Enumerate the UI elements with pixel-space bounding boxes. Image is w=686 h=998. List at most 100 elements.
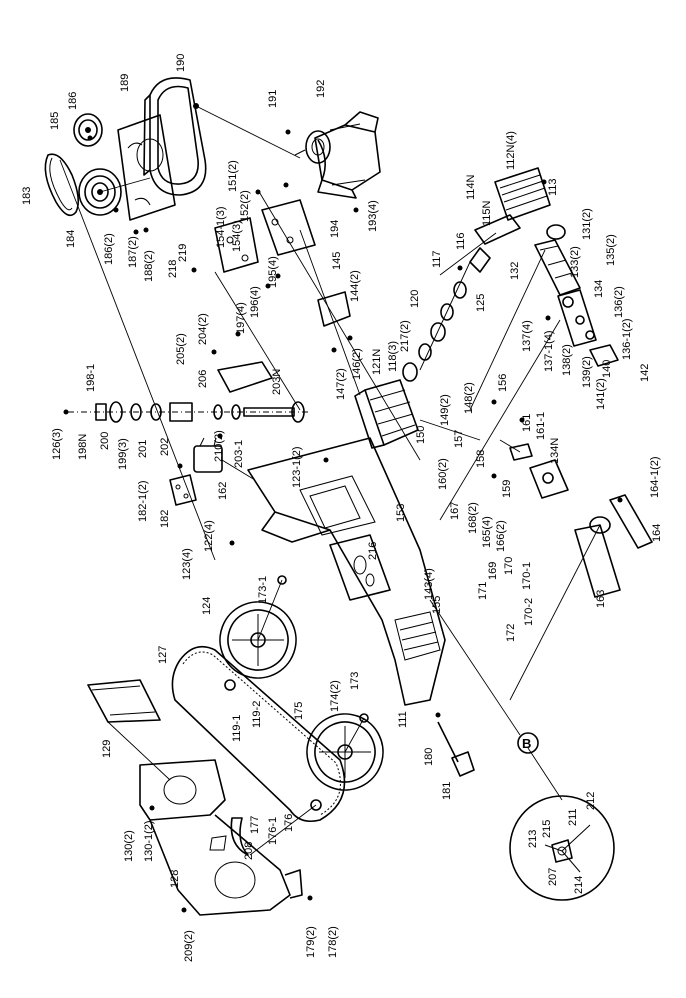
label-128: 128 <box>169 870 181 888</box>
label-171: 171 <box>477 582 489 600</box>
label-111: 111 <box>397 711 409 728</box>
label-148: 148(2) <box>463 382 475 414</box>
label-117: 117 <box>431 250 443 268</box>
assembly-lines <box>59 105 601 856</box>
plate-206 <box>217 361 273 393</box>
label-174: 174(2) <box>329 680 341 712</box>
band-blade-127 <box>171 645 346 823</box>
label-129: 129 <box>101 740 113 758</box>
label-161: 161 <box>521 414 533 432</box>
label-123-1: 123-1(2) <box>291 446 303 488</box>
label-204: 204(2) <box>197 313 209 345</box>
label-166: 166(2) <box>495 520 507 552</box>
label-182-1: 182-1(2) <box>137 480 149 522</box>
label-158: 158 <box>475 450 487 468</box>
label-196: 196(4) <box>249 286 261 318</box>
label-203n: 203N <box>271 369 283 395</box>
label-181: 181 <box>441 782 453 800</box>
label-119-2: 119-2 <box>251 701 263 728</box>
label-147: 147(2) <box>335 368 347 400</box>
label-142: 142 <box>639 364 651 382</box>
label-136-1: 136-1(2) <box>621 318 633 360</box>
label-187: 187(2) <box>127 236 139 268</box>
label-137: 137(4) <box>521 320 533 352</box>
label-176-1: 176-1 <box>267 817 279 845</box>
label-157: 157 <box>453 430 465 448</box>
detail-marker-label: B <box>522 736 531 751</box>
label-123: 123(4) <box>181 548 193 580</box>
belt-cover-189 <box>143 77 207 196</box>
label-212: 212 <box>585 792 597 810</box>
label-206: 206 <box>197 370 209 388</box>
label-139: 139(2) <box>581 356 593 388</box>
blade-cover-128 <box>139 759 303 916</box>
label-145: 145 <box>331 252 343 270</box>
label-136: 136(2) <box>613 286 625 318</box>
label-113: 113 <box>547 178 559 196</box>
label-130: 130(2) <box>123 830 135 862</box>
label-168: 168(2) <box>467 502 479 534</box>
callout-labels: 190 189 186 185 183 184 186(2) 187(2) 18… <box>21 54 663 962</box>
label-126: 126(3) <box>51 428 63 460</box>
label-190: 190 <box>175 54 187 72</box>
blade-guard <box>574 494 653 598</box>
label-169: 169 <box>487 562 499 580</box>
switch-box <box>169 437 223 506</box>
label-210: 210(2) <box>213 430 225 462</box>
label-197: 197(4) <box>235 302 247 334</box>
motor-192 <box>294 111 381 199</box>
label-186-2: 186(2) <box>103 233 115 265</box>
label-205: 205(2) <box>175 333 187 365</box>
label-203-1: 203-1 <box>233 440 245 468</box>
label-155: 155 <box>431 596 443 614</box>
label-188: 188(2) <box>143 250 155 282</box>
handle-181 <box>435 712 475 777</box>
label-141: 141(2) <box>595 378 607 410</box>
label-121n: 121N <box>371 349 383 375</box>
gearbox-121n <box>354 379 419 449</box>
label-138: 138(2) <box>561 344 573 376</box>
pulleys <box>73 113 122 216</box>
label-167: 167 <box>449 502 461 520</box>
label-153: 153 <box>395 504 407 522</box>
cover-129 <box>87 679 161 723</box>
label-130-1: 130-1(2) <box>143 820 155 862</box>
label-215: 215 <box>541 820 553 838</box>
v-belt-183 <box>44 153 80 217</box>
bracket-145 <box>317 291 351 327</box>
shaft-assembly <box>68 401 310 423</box>
label-185: 185 <box>49 112 61 130</box>
label-132: 132 <box>509 262 521 280</box>
label-112n: 112N(4) <box>505 131 517 170</box>
label-180: 180 <box>423 748 435 766</box>
label-150: 150 <box>415 426 427 444</box>
label-120: 120 <box>409 290 421 308</box>
label-164-1: 164-1(2) <box>649 456 661 498</box>
label-192: 192 <box>315 80 327 98</box>
label-125: 125 <box>475 294 487 312</box>
label-140: 140 <box>601 360 613 378</box>
label-154: 154(3) <box>231 220 243 252</box>
label-116: 116 <box>455 232 467 250</box>
label-214: 214 <box>573 876 585 894</box>
label-144: 144(2) <box>349 270 361 302</box>
vise-assembly <box>557 289 619 367</box>
label-201: 201 <box>137 440 149 458</box>
label-156: 156 <box>497 374 509 392</box>
label-186: 186 <box>67 92 79 110</box>
label-208: 208 <box>243 842 255 860</box>
label-134n: 134N <box>549 438 561 464</box>
label-170-2: 170-2 <box>523 598 535 626</box>
part-208 <box>230 817 249 856</box>
label-191: 191 <box>267 90 279 108</box>
label-175: 175 <box>293 702 305 720</box>
label-152: 152(2) <box>239 190 251 222</box>
pulley-cover-plate <box>117 114 176 221</box>
saw-frame-111 <box>247 437 446 706</box>
label-219: 219 <box>177 244 189 262</box>
label-177: 177 <box>249 816 261 834</box>
label-173: 173 <box>349 672 361 690</box>
bearings <box>402 247 491 382</box>
blade-guide <box>509 443 569 499</box>
